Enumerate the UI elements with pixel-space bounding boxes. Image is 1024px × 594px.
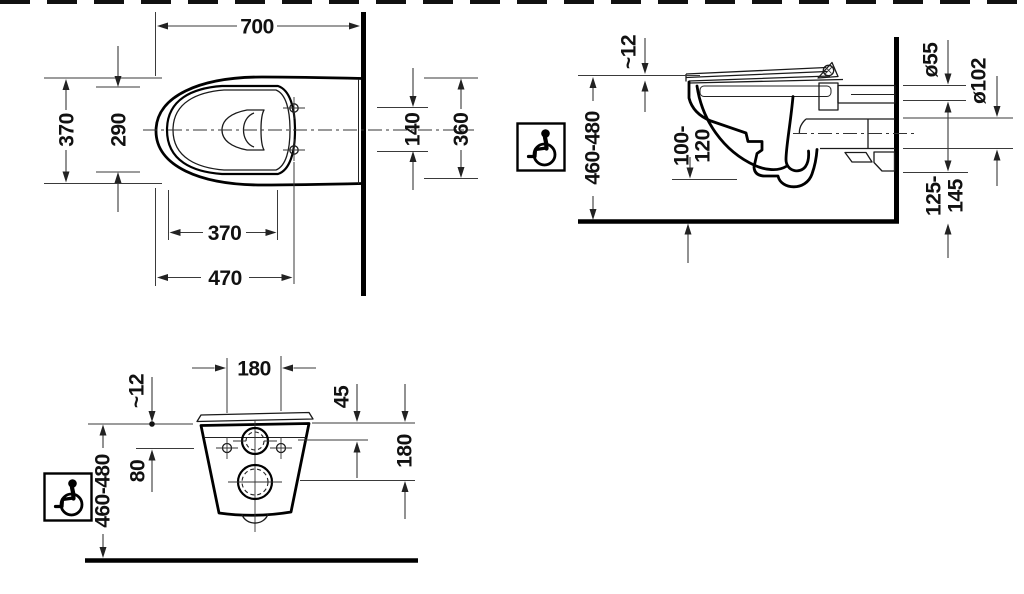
wheelchair-accessible-icon: [518, 124, 565, 171]
dim-hole-depth: 470: [208, 267, 242, 290]
dim-outlet-offset: 180: [393, 434, 416, 468]
seat-edge: [196, 411, 314, 423]
dim-seat-thickness: ~12: [125, 374, 148, 408]
extension-lines: [88, 356, 415, 481]
seat-hinge-bracket: [817, 61, 839, 79]
rear-view: 180 ~12 45 460-480 80 180: [45, 356, 418, 563]
outlet-bottom-arc: [241, 513, 269, 524]
hinge-hatch: [824, 66, 833, 75]
dim-outlet-height-line2: 145: [944, 178, 967, 212]
toilet-body-outline: [154, 75, 365, 187]
dim-rim-height: 460-480: [91, 454, 114, 528]
dim-overall-depth: 700: [240, 15, 274, 38]
dim-bowl-width: 290: [107, 113, 130, 147]
dim-hole-offset: 80: [126, 460, 149, 482]
dim-outlet-diameter: ø102: [967, 58, 990, 104]
reference-dot: [149, 421, 155, 427]
dim-hole-spacing: 180: [237, 357, 271, 380]
fixing-hole-crosshairs: [283, 97, 305, 161]
bowl-rim-inner: [172, 89, 291, 171]
outlet-pipe: [798, 118, 895, 150]
trap-outline: [221, 109, 265, 151]
dim-outlet-height-line1: 125-: [922, 175, 945, 216]
dim-rim-height: 460-480: [581, 111, 604, 185]
dimension-lines: [65, 25, 462, 279]
crosshair-lines: [216, 437, 292, 483]
dim-front-clearance-line2: 120: [691, 129, 714, 163]
dim-overall-width: 370: [55, 113, 78, 147]
dimension-lines: [592, 38, 998, 263]
dim-width-at-wall: 360: [450, 113, 473, 147]
trap-profile: [784, 95, 811, 173]
seat-hinge-bolt: [822, 64, 835, 77]
dim-seat-thickness: ~12: [617, 35, 640, 69]
dim-front-clearance-line1: 100-: [670, 125, 693, 166]
dim-supply-offset: 45: [330, 385, 353, 408]
flush-channel: [699, 85, 832, 97]
toilet-body-outline: [199, 422, 311, 517]
top-view: 700 370 290 140 360 370 470: [44, 12, 478, 296]
bowl-inner-profile: [695, 84, 788, 171]
dim-bowl-depth: 370: [208, 222, 242, 245]
mounting-brackets: [844, 151, 896, 172]
body-outer-profile: [687, 80, 819, 189]
dim-supply-diameter: ø55: [919, 42, 942, 78]
extension-lines: [578, 75, 1013, 180]
extension-lines: [44, 12, 478, 286]
side-view: ~12 460-480 100- 120 ø55 ø102 125- 145: [518, 35, 1013, 263]
bowl-rim-outer: [165, 84, 297, 176]
dim-hole-spacing: 140: [401, 113, 424, 147]
seat-lid-lines: [685, 66, 831, 82]
dimension-lines: [102, 367, 406, 547]
wheelchair-accessible-icon: [45, 474, 92, 521]
rim-top-line: [689, 78, 844, 84]
